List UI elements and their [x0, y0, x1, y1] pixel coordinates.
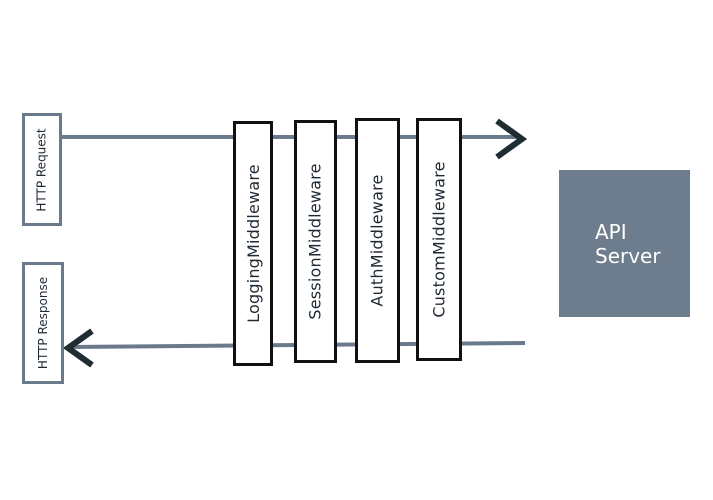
logging-middleware-label: LoggingMiddleware — [243, 164, 263, 323]
api-server-box: API Server — [559, 170, 690, 317]
response-arrow-head — [62, 328, 94, 368]
logging-middleware-box: LoggingMiddleware — [233, 121, 273, 366]
session-middleware-box: SessionMiddleware — [294, 120, 337, 363]
auth-middleware-label: AuthMiddleware — [368, 174, 387, 307]
custom-middleware-box: CustomMiddleware — [416, 118, 462, 361]
http-request-box: HTTP Request — [22, 113, 62, 226]
auth-middleware-box: AuthMiddleware — [355, 118, 400, 363]
api-server-label-line1: API — [595, 219, 627, 244]
http-response-label: HTTP Response — [36, 276, 50, 370]
session-middleware-label: SessionMiddleware — [306, 163, 326, 320]
custom-middleware-label: CustomMiddleware — [429, 161, 449, 318]
http-request-label: HTTP Request — [35, 127, 49, 212]
api-server-label-line2: Server — [595, 243, 661, 268]
request-arrow-head — [495, 118, 528, 160]
http-response-box: HTTP Response — [22, 262, 64, 384]
